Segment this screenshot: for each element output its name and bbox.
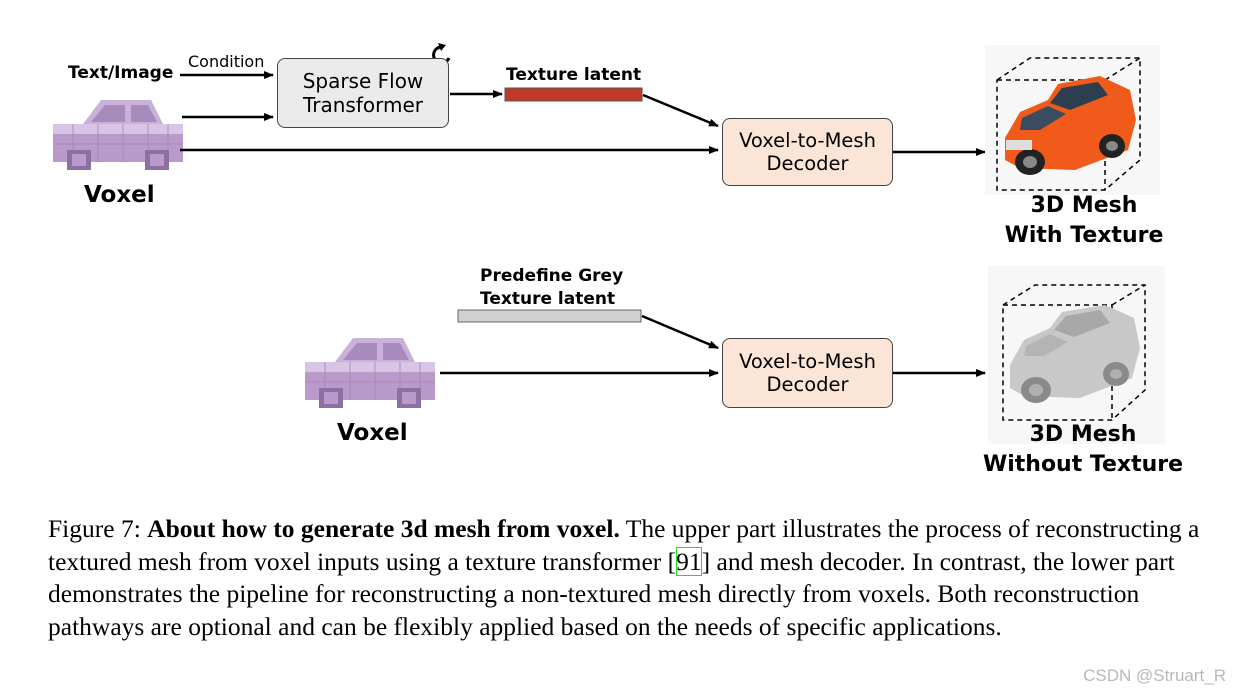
condition-label: Condition <box>188 52 265 71</box>
texture-latent-label: Texture latent <box>506 65 642 85</box>
bottom-decoder-label-line2: Decoder <box>766 373 849 396</box>
texture-latent-bar <box>504 87 643 102</box>
sparse-flow-transformer-box: Sparse Flow Transformer <box>277 58 449 128</box>
grey-latent-line2: Texture latent <box>480 289 616 309</box>
predefine-grey-latent-label: Predefine Grey Texture latent <box>480 265 623 311</box>
figure-number: Figure 7: <box>48 514 141 543</box>
bottom-voxel-to-mesh-decoder-box: Voxel-to-Mesh Decoder <box>722 338 893 408</box>
caption-text-part1: The upper part illustrates the process o… <box>48 514 1200 576</box>
bottom-decoder-label-line1: Voxel-to-Mesh <box>739 349 876 373</box>
latent-to-decoder-arrow <box>642 93 719 128</box>
bottom-output-label: 3D Mesh Without Texture <box>980 420 1186 480</box>
top-decoder-label-line1: Voxel-to-Mesh <box>739 128 876 152</box>
grey-latent-to-decoder-arrow <box>641 314 719 350</box>
top-output-label: 3D Mesh With Texture <box>1001 191 1167 251</box>
top-voxel-to-mesh-decoder-box: Voxel-to-Mesh Decoder <box>722 118 893 186</box>
top-voxel-car-image <box>52 99 184 171</box>
bottom-output-line1: 3D Mesh <box>1029 422 1137 447</box>
top-output-line2: With Texture <box>1004 223 1164 248</box>
textured-car-image <box>985 45 1160 195</box>
top-decoder-label-line2: Decoder <box>766 152 849 175</box>
caption-text-part2: and mesh decoder. In contrast, the lower… <box>48 546 1175 641</box>
bottom-output-line2: Without Texture <box>982 452 1184 477</box>
untextured-car-image <box>988 266 1165 444</box>
pipeline-diagram <box>52 43 1165 444</box>
caption-title: About how to generate 3d mesh from voxel… <box>147 514 620 543</box>
grey-texture-latent-bar <box>457 309 642 323</box>
bottom-voxel-label: Voxel <box>337 420 408 446</box>
text-image-label: Text/Image <box>68 63 174 83</box>
top-output-line1: 3D Mesh <box>1030 193 1138 218</box>
csdn-watermark: CSDN @Struart_R <box>1083 666 1226 685</box>
top-voxel-label: Voxel <box>84 182 155 208</box>
transformer-label-line1: Sparse Flow <box>302 69 424 93</box>
figure-caption: Figure 7: About how to generate 3d mesh … <box>48 514 1200 641</box>
transformer-label-line2: Transformer <box>302 93 423 117</box>
grey-latent-line1: Predefine Grey <box>480 266 624 286</box>
bottom-voxel-car-image <box>304 337 436 409</box>
citation-link[interactable]: 91 <box>676 546 702 576</box>
